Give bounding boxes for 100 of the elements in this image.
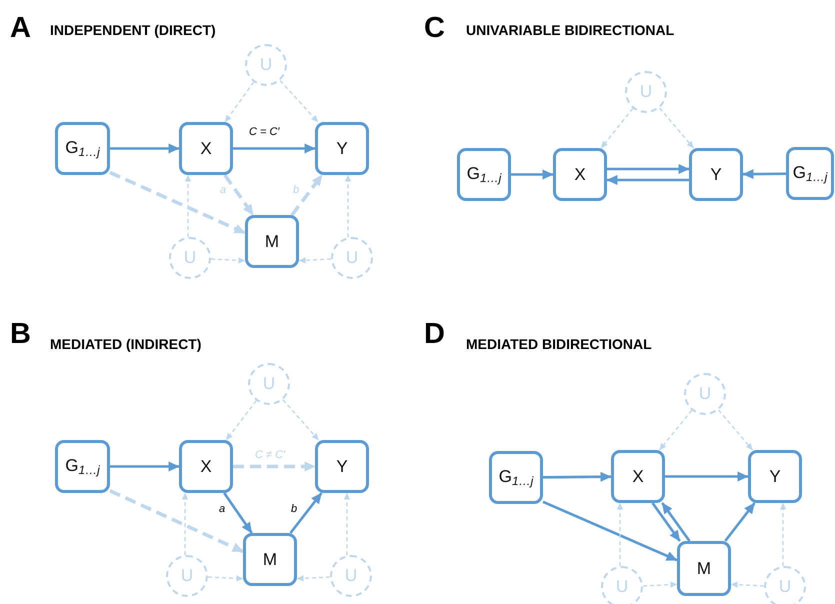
edge-label: C ≠ C′ xyxy=(254,449,286,462)
variable-label: G$_{1…j}$ xyxy=(65,456,100,477)
variable-label: U xyxy=(698,384,712,404)
edge-label: C = C′ xyxy=(248,126,280,138)
variable-label: Y xyxy=(336,138,348,158)
variable-box xyxy=(55,440,110,493)
edge-label: a xyxy=(218,503,226,516)
variable-label: U xyxy=(344,566,358,586)
panel-title: UNIVARIABLE BIDIRECTIONAL xyxy=(466,22,674,38)
arrow xyxy=(110,144,180,154)
arrow xyxy=(210,257,246,264)
arrow xyxy=(724,502,756,542)
variable-box xyxy=(315,122,369,175)
arrow xyxy=(233,144,316,154)
edge-label: a xyxy=(219,184,228,196)
panel-title: MEDIATED BIDIRECTIONAL xyxy=(466,336,652,352)
variable-label: U xyxy=(640,82,652,102)
arrow xyxy=(600,108,634,148)
variable-label: U xyxy=(184,248,196,268)
variable-box xyxy=(243,533,297,586)
variable-label: X xyxy=(574,164,586,184)
arrow xyxy=(344,492,350,556)
arrow xyxy=(665,472,749,482)
variable-label: Y xyxy=(710,164,722,184)
dashed-circle xyxy=(330,555,372,597)
variable-label: G$_{1…j}$ xyxy=(792,163,828,184)
arrow xyxy=(661,502,691,542)
arrow xyxy=(511,170,554,180)
arrow xyxy=(226,400,257,440)
variable-label: G$_{1…j}$ xyxy=(466,164,502,185)
variable-label: M xyxy=(264,232,280,252)
arrow xyxy=(109,489,244,554)
dashed-circle xyxy=(331,237,373,279)
arrow xyxy=(542,472,612,482)
arrow xyxy=(344,174,352,238)
arrow xyxy=(110,462,180,472)
variable-label: U xyxy=(260,55,272,75)
variable-box xyxy=(611,450,665,503)
arrow xyxy=(542,500,678,562)
variable-label: X xyxy=(200,138,212,158)
panel-title: MEDIATED (INDIRECT) xyxy=(50,336,202,352)
arrow xyxy=(659,410,692,450)
variable-label: U xyxy=(180,566,194,586)
variable-box xyxy=(748,450,802,503)
dashed-circle xyxy=(248,363,290,405)
variable-label: Y xyxy=(336,456,348,476)
variable-box xyxy=(553,148,607,201)
arrow xyxy=(224,82,254,122)
dashed-circle xyxy=(764,566,806,604)
variable-box xyxy=(55,122,110,175)
arrow xyxy=(780,502,786,566)
panel-title: INDEPENDENT (DIRECT) xyxy=(50,22,216,38)
arrow xyxy=(290,174,324,216)
variable-box xyxy=(457,148,511,201)
arrow xyxy=(642,582,678,588)
variable-box xyxy=(245,215,299,268)
variable-label: M xyxy=(696,558,712,578)
variable-box xyxy=(179,440,233,493)
arrow xyxy=(280,80,318,122)
arrow xyxy=(616,502,624,566)
arrow xyxy=(223,174,255,216)
variable-label: U xyxy=(616,577,628,597)
arrow xyxy=(233,462,316,472)
variable-label: X xyxy=(200,456,212,476)
panel-letter: C xyxy=(424,12,445,45)
arrow xyxy=(718,410,754,450)
dashed-circle xyxy=(601,566,643,604)
arrow xyxy=(730,582,764,588)
arrow xyxy=(296,575,330,582)
dashed-circle xyxy=(684,373,726,415)
variable-label: X xyxy=(632,466,644,486)
variable-label: Y xyxy=(769,466,781,486)
dashed-circle xyxy=(169,237,211,279)
arrow xyxy=(109,170,246,235)
arrow xyxy=(223,492,253,534)
panel-letter: A xyxy=(10,12,31,45)
arrow xyxy=(289,492,323,534)
variable-box xyxy=(315,440,369,493)
variable-box xyxy=(179,122,233,175)
arrow xyxy=(659,108,694,148)
variable-label: U xyxy=(778,577,792,597)
panel-letter: B xyxy=(10,318,31,351)
arrow xyxy=(607,164,690,174)
variable-box xyxy=(689,148,743,201)
variable-box xyxy=(786,147,834,200)
variable-label: U xyxy=(346,248,358,268)
edge-label: b xyxy=(292,184,300,196)
variable-box xyxy=(489,451,543,504)
variable-label: M xyxy=(262,550,278,570)
arrow xyxy=(208,575,244,582)
arrow xyxy=(651,502,681,542)
panel-letter: D xyxy=(424,318,445,351)
arrow xyxy=(184,174,192,238)
arrow xyxy=(606,175,689,185)
arrow xyxy=(282,399,320,440)
variable-box xyxy=(677,541,731,596)
dashed-circle xyxy=(166,555,208,597)
variable-label: U xyxy=(262,374,276,394)
variable-label: G$_{1…j}$ xyxy=(65,138,100,159)
dashed-circle xyxy=(245,44,287,86)
